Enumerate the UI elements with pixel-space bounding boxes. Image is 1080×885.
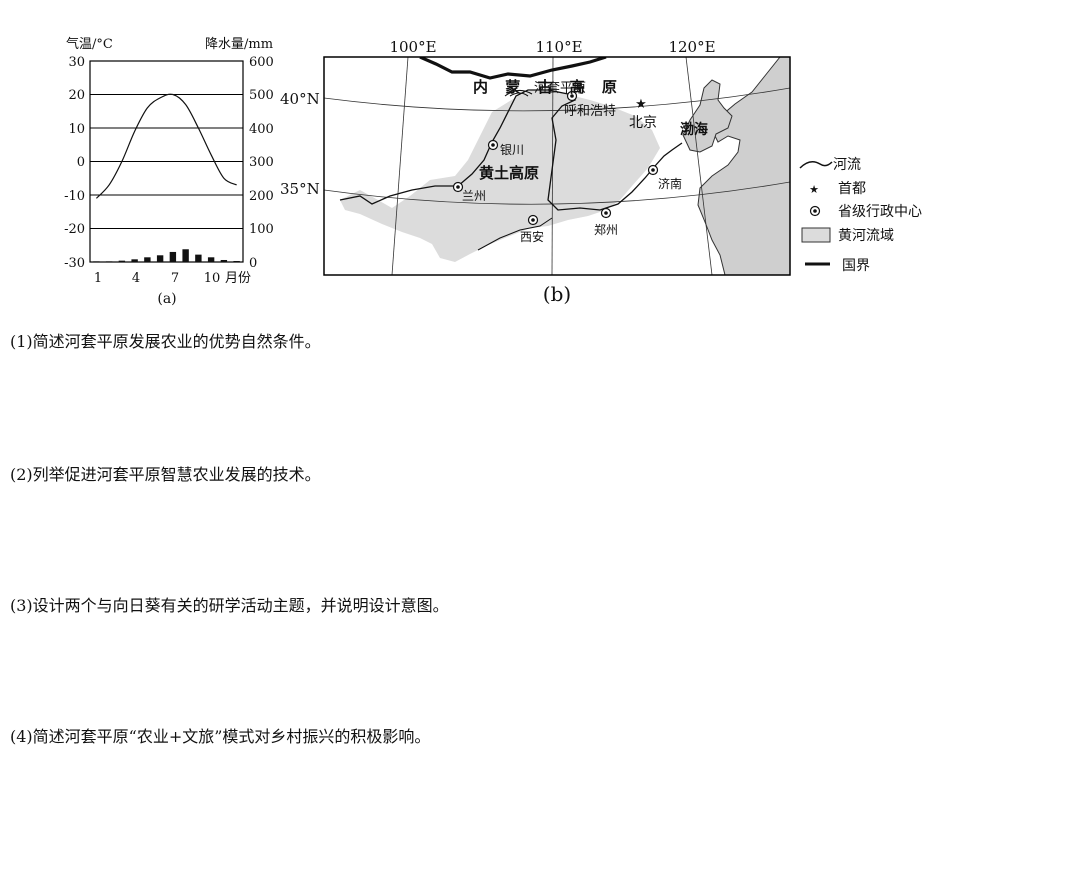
precipitation-bar — [195, 254, 202, 262]
legend-river: 河流 — [833, 157, 861, 173]
map-figure: 100°E 110°E 120°E 40°N 35°N — [280, 38, 922, 306]
label-jinan: 济南 — [658, 176, 682, 191]
x-axis-suffix: 月份 — [225, 271, 251, 286]
precipitation-bar — [144, 257, 151, 262]
temperature-line — [95, 93, 237, 199]
label-zhengzhou: 郑州 — [594, 222, 618, 237]
panel-label-b: (b) — [543, 282, 571, 306]
label-xian: 西安 — [520, 229, 544, 244]
longitude-line-120 — [685, 57, 713, 275]
legend-basin: 黄河流域 — [838, 227, 894, 244]
legend-provincial: 省级行政中心 — [838, 204, 922, 220]
left-tick: -10 — [64, 189, 85, 204]
national-border — [419, 57, 607, 80]
provincial-capital-icon — [604, 211, 608, 215]
tributary-river — [477, 217, 553, 251]
precipitation-bar — [220, 259, 228, 262]
latitude-label: 35°N — [280, 180, 320, 198]
precipitation-bar — [131, 259, 138, 262]
right-tick: 100 — [249, 222, 274, 237]
question-4: (4)简述河套平原“农业+文旅”模式对乡村振兴的积极影响。 — [10, 727, 431, 746]
longitude-line-100 — [391, 57, 409, 275]
map-legend: 河流 ★ 首都 省级行政中心 黄河流域 国界 — [799, 157, 922, 274]
precipitation-bar — [182, 249, 189, 262]
provincial-legend-icon — [813, 209, 817, 213]
provincial-capital-icon — [531, 218, 535, 222]
precipitation-bar — [118, 260, 126, 262]
left-tick: 0 — [77, 155, 85, 170]
left-tick: -20 — [64, 222, 85, 237]
precipitation-bar — [233, 260, 240, 262]
latitude-label: 40°N — [280, 90, 320, 108]
panel-label-a: (a) — [157, 291, 176, 307]
latitude-line-40 — [324, 87, 790, 112]
x-tick: 4 — [132, 271, 140, 286]
question-2: (2)列举促进河套平原智慧农业发展的技术。 — [10, 465, 321, 484]
figures-svg: 气温/°C 降水量/mm 30 20 10 0 -10 -20 -30 600 … — [64, 36, 922, 307]
provincial-capital-icon — [651, 168, 655, 172]
left-tick: 10 — [68, 122, 85, 137]
right-tick: 300 — [249, 155, 274, 170]
left-tick: -30 — [64, 256, 85, 271]
map-frame — [323, 56, 791, 276]
precipitation-bar — [105, 261, 113, 262]
left-tick: 20 — [68, 88, 85, 103]
precipitation-bar — [169, 251, 177, 262]
right-tick: 200 — [249, 189, 274, 204]
x-tick: 7 — [171, 271, 179, 286]
left-tick: 30 — [68, 55, 85, 70]
label-lanzhou: 兰州 — [462, 189, 486, 203]
right-tick: 400 — [249, 122, 274, 137]
hetao-canal — [509, 92, 529, 97]
right-tick: 600 — [249, 55, 274, 70]
legend-capital: 首都 — [838, 181, 866, 197]
label-bohai: 渤海 — [680, 121, 708, 138]
longitude-label: 110°E — [535, 38, 582, 56]
provincial-capital-icon — [456, 185, 460, 189]
yellow-river-basin — [340, 88, 660, 262]
label-hetao: 河套平原 — [534, 80, 586, 96]
longitude-label: 100°E — [389, 38, 436, 56]
provincial-capital-icon — [570, 94, 574, 98]
grid-lines — [90, 94, 243, 229]
label-yinchuan: 银川 — [500, 143, 524, 157]
precipitation-bar — [207, 257, 215, 262]
label-huangtu: 黄土高原 — [479, 164, 539, 182]
right-axis-title: 降水量/mm — [205, 37, 273, 52]
climate-chart: 气温/°C 降水量/mm 30 20 10 0 -10 -20 -30 600 … — [64, 36, 274, 307]
precipitation-bar — [156, 255, 164, 262]
figure-area: 气温/°C 降水量/mm 30 20 10 0 -10 -20 -30 600 … — [0, 0, 1080, 320]
left-axis-title: 气温/°C — [66, 36, 113, 52]
right-tick: 500 — [249, 88, 274, 103]
river-legend-icon — [799, 161, 833, 169]
city-markers: ★ — [452, 90, 659, 226]
precipitation-bar — [93, 261, 100, 262]
x-tick: 1 — [94, 271, 102, 286]
x-tick: 10 — [204, 271, 221, 286]
longitude-label: 120°E — [668, 38, 715, 56]
question-3: (3)设计两个与向日葵有关的研学活动主题，并说明设计意图。 — [10, 596, 449, 615]
right-tick: 0 — [249, 256, 257, 271]
provincial-capital-icon — [491, 143, 495, 147]
label-huhehaote: 呼和浩特 — [564, 104, 616, 119]
label-neimeng: 内 蒙 古 高 原 — [473, 78, 623, 96]
sea-area — [697, 57, 790, 275]
basin-legend-icon — [801, 227, 831, 243]
capital-legend-icon: ★ — [809, 183, 819, 196]
hetao-canal — [504, 89, 533, 97]
question-1: (1)简述河套平原发展农业的优势自然条件。 — [10, 332, 321, 351]
capital-star-icon: ★ — [635, 97, 647, 112]
legend-border: 国界 — [842, 258, 870, 274]
precipitation-bars — [93, 249, 240, 262]
label-beijing: 北京 — [629, 115, 657, 131]
